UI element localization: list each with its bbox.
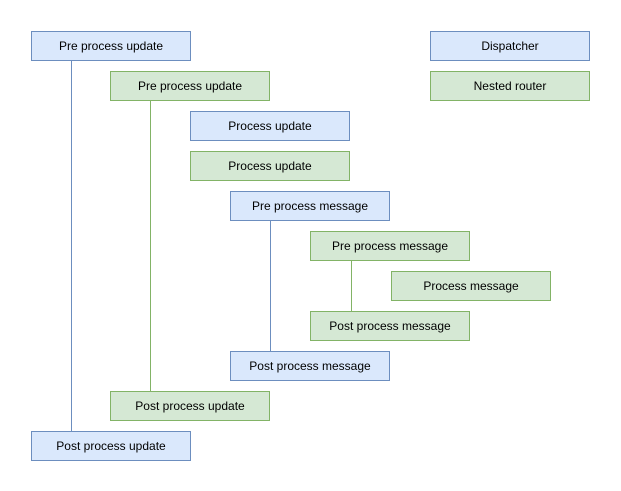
- diagram-node-label: Post process message: [329, 319, 451, 333]
- diagram-node-label: Pre process update: [137, 79, 243, 93]
- diagram-node-label: Pre process message: [331, 239, 449, 253]
- diagram-node-label: Dispatcher: [481, 39, 539, 53]
- diagram-node-dispatcher-legend: Dispatcher: [430, 31, 590, 61]
- diagram-node-nested-router-legend: Nested router: [430, 71, 590, 101]
- diagram-node-router-pre-process-message: Pre process message: [310, 231, 470, 261]
- diagram-node-router-pre-process-update: Pre process update: [110, 71, 270, 101]
- connector-router-message-span: [351, 261, 352, 311]
- diagram-node-label: Post process update: [135, 399, 245, 413]
- diagram-node-dispatcher-pre-process-message: Pre process message: [230, 191, 390, 221]
- diagram-node-label: Process update: [228, 159, 312, 173]
- diagram-node-dispatcher-post-process-update: Post process update: [31, 431, 191, 461]
- diagram-node-dispatcher-post-process-message: Post process message: [230, 351, 390, 381]
- diagram-node-router-process-message: Process message: [391, 271, 551, 301]
- connector-router-update-span: [150, 101, 151, 391]
- diagram-node-label: Post process update: [56, 439, 166, 453]
- diagram-node-label: Post process message: [249, 359, 371, 373]
- connector-dispatcher-update-span: [71, 61, 72, 431]
- connector-dispatcher-message-span: [270, 221, 271, 351]
- diagram-node-dispatcher-pre-process-update: Pre process update: [31, 31, 191, 61]
- diagram-node-router-post-process-update: Post process update: [110, 391, 270, 421]
- diagram-node-label: Pre process update: [58, 39, 164, 53]
- diagram-node-router-process-update: Process update: [190, 151, 350, 181]
- diagram-node-label: Pre process message: [251, 199, 369, 213]
- diagram-node-label: Process update: [228, 119, 312, 133]
- diagram-node-router-post-process-message: Post process message: [310, 311, 470, 341]
- diagram-node-label: Process message: [423, 279, 519, 293]
- diagram-node-dispatcher-process-update: Process update: [190, 111, 350, 141]
- diagram-node-label: Nested router: [473, 79, 547, 93]
